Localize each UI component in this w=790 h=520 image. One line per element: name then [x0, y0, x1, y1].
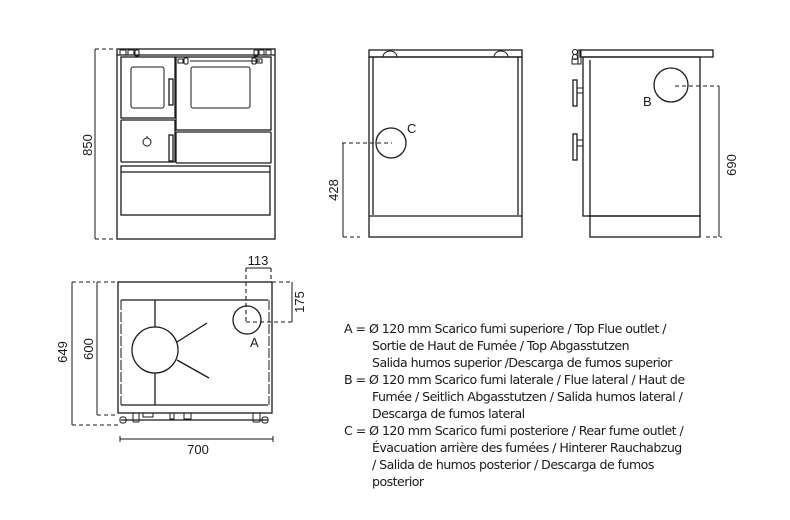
- outlet-b: [653, 67, 689, 103]
- top-rail-hinges: [119, 49, 272, 65]
- legend-b-line-2: Fumée / Seitlich Abgasstutzen / Salida h…: [372, 389, 684, 404]
- side-hinges: [571, 49, 582, 65]
- legend-c-line-3: / Salida de humos posterior / Descarga d…: [372, 457, 654, 472]
- dim-690: 690: [724, 154, 739, 176]
- side-handle-lower: [572, 133, 578, 161]
- dim-428: 428: [326, 179, 341, 201]
- legend: A = Ø 120 mm Scarico fumi superiore / To…: [344, 321, 686, 489]
- knob-icon: [142, 137, 152, 147]
- oven-window: [190, 66, 251, 109]
- front-rail-hardware: [119, 412, 269, 424]
- top-view: A 113 175 600 649 700: [55, 253, 307, 457]
- oven-door: [175, 56, 272, 131]
- legend-c-line-1: C = Ø 120 mm Scarico fumi posteriore / R…: [344, 423, 684, 438]
- dim-175: 175: [292, 291, 307, 313]
- side-view: B 690: [571, 49, 739, 238]
- dim-113: 113: [248, 253, 269, 268]
- marker-b: B: [643, 94, 652, 109]
- side-handle-upper: [572, 79, 578, 107]
- hotplate: [131, 326, 179, 374]
- marker-a: A: [250, 335, 259, 350]
- outlet-c: [375, 127, 407, 159]
- marker-c: C: [407, 121, 416, 136]
- legend-b-line-1: B = Ø 120 mm Scarico fumi laterale / Flu…: [344, 372, 685, 387]
- legend-b-line-3: Descarga de fumos lateral: [372, 406, 525, 421]
- lower-panel: [175, 131, 272, 164]
- dim-649: 649: [55, 341, 70, 363]
- firebox-handle: [168, 78, 174, 106]
- dim-850: 850: [80, 134, 95, 156]
- drawer: [120, 165, 271, 216]
- legend-a-line-3: Salida humos superior /Descarga de fumos…: [372, 355, 673, 370]
- legend-c-line-4: posterior: [372, 474, 425, 489]
- outlet-a: [232, 305, 262, 335]
- front-view: 850: [80, 48, 276, 240]
- firebox-door: [120, 56, 176, 119]
- legend-a-line-1: A = Ø 120 mm Scarico fumi superiore / To…: [344, 321, 667, 336]
- dim-700: 700: [187, 442, 209, 457]
- ash-handle: [168, 134, 174, 162]
- legend-c-line-2: Évacuation arrière des fumées / Hinterer…: [372, 440, 682, 455]
- firebox-window: [130, 66, 165, 109]
- rear-view: C 428: [326, 49, 523, 238]
- legend-a-line-2: Sortie de Haut de Fumée / Top Abgasstutz…: [372, 338, 629, 353]
- dim-600: 600: [81, 338, 96, 360]
- ash-door: [120, 119, 176, 163]
